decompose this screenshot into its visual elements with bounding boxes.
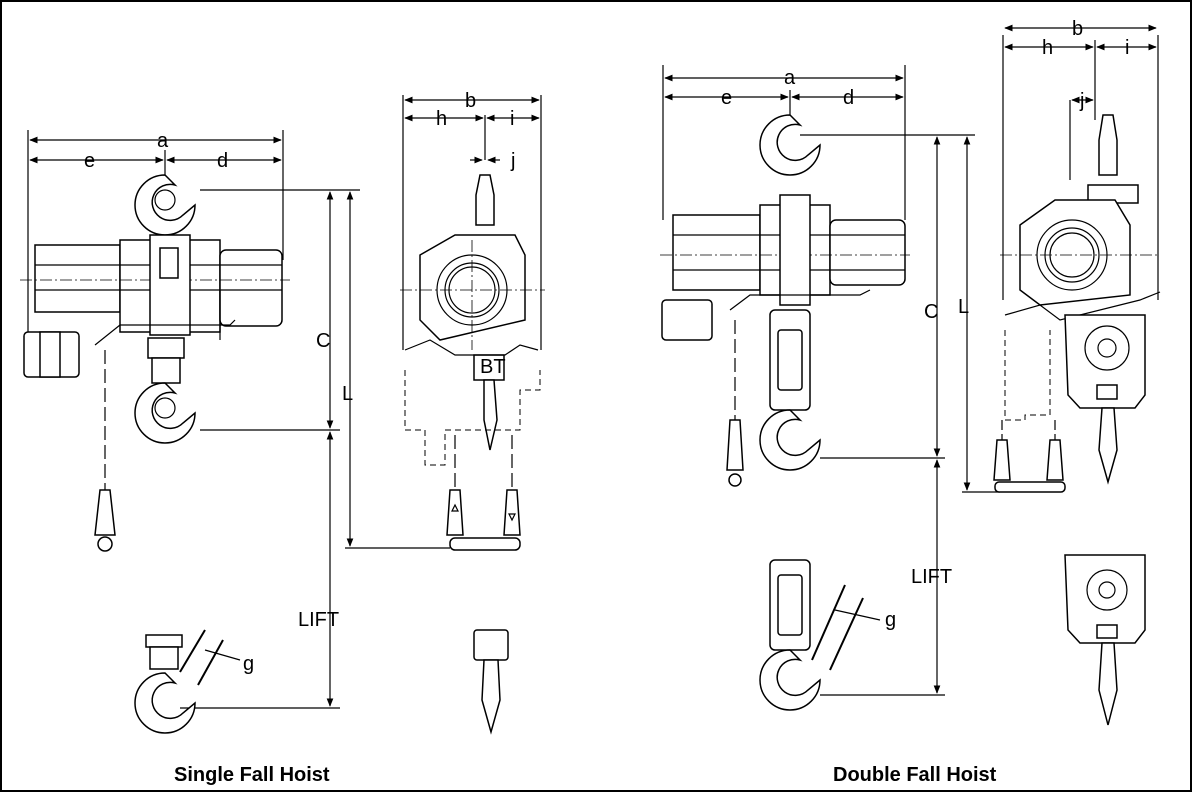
dim-i-label-double: i — [1125, 37, 1129, 59]
dim-e-label-double: e — [721, 87, 732, 109]
dim-b-label: b — [465, 90, 476, 112]
single-fall-side-view — [20, 130, 450, 709]
dim-g-label: g — [243, 653, 254, 675]
double-fall-front-view — [993, 24, 1161, 493]
dim-c-label: C — [316, 330, 330, 352]
single-fall-front-detail — [473, 629, 509, 735]
dim-lift-label-double: LIFT — [911, 566, 952, 588]
dim-a-label-double: a — [784, 67, 796, 89]
dim-l-label: L — [342, 383, 353, 405]
single-fall-hook-detail — [134, 629, 241, 734]
caption-single-fall: Single Fall Hoist — [174, 764, 330, 786]
caption-double-fall: Double Fall Hoist — [833, 764, 997, 786]
single-fall-front-view: BT — [400, 95, 545, 551]
dim-h-label-double: h — [1042, 37, 1053, 59]
dim-c-label-double: C — [924, 301, 938, 323]
double-fall-hook-detail — [759, 559, 881, 711]
dim-j-label: j — [510, 150, 515, 172]
dim-h-label: h — [436, 108, 447, 130]
dim-j-label-double: j — [1079, 90, 1084, 112]
dim-d-label-double: d — [843, 87, 854, 109]
dim-a-label: a — [157, 130, 169, 152]
dim-l-label-double: L — [958, 296, 969, 318]
bt-mark: BT — [480, 356, 506, 378]
double-fall-front-detail — [1064, 554, 1146, 726]
dim-d-label: d — [217, 150, 228, 172]
dim-lift-label: LIFT — [298, 609, 339, 631]
dim-g-label-double: g — [885, 609, 896, 631]
dim-e-label: e — [84, 150, 95, 172]
double-fall-side-view — [660, 65, 1000, 696]
dim-i-label: i — [510, 108, 514, 130]
dim-b-label-double: b — [1072, 18, 1083, 40]
